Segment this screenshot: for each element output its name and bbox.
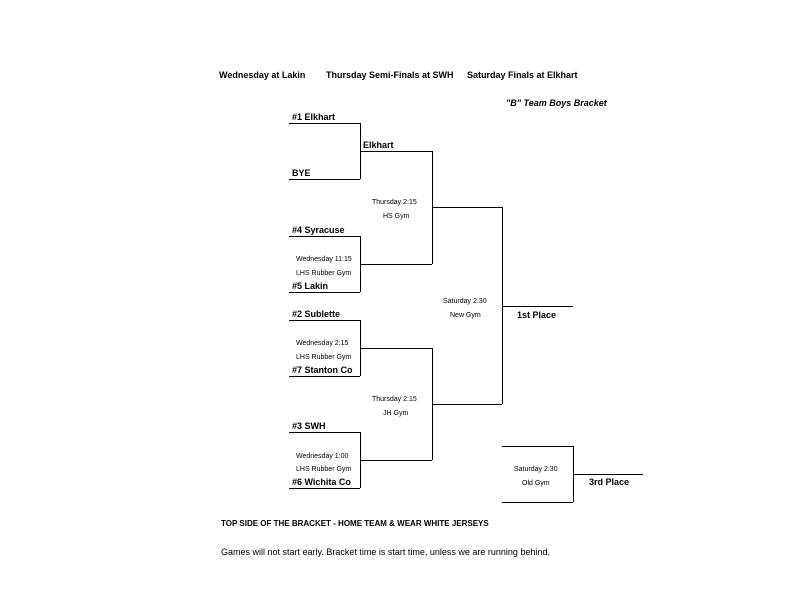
- home-team-note: TOP SIDE OF THE BRACKET - HOME TEAM & WE…: [221, 519, 489, 528]
- round1-header: Wednesday at Lakin: [219, 70, 306, 80]
- third-place-location: Old Gym: [522, 480, 550, 487]
- team-seed3: #3 SWH: [292, 421, 326, 431]
- semifinal-header: Thursday Semi-Finals at SWH: [326, 70, 454, 80]
- advancing-team-top: Elkhart: [363, 140, 394, 150]
- first-place-label: 1st Place: [517, 310, 557, 320]
- start-time-note: Games will not start early. Bracket time…: [221, 547, 550, 557]
- final-time: Saturday 2:30: [443, 298, 487, 305]
- team-seed7: #7 Stanton Co: [292, 365, 353, 375]
- final-location: New Gym: [450, 312, 481, 319]
- third-place-label: 3rd Place: [589, 477, 630, 487]
- game1-time: Wednesday 11:15: [296, 256, 352, 263]
- team-seed2: #2 Sublette: [292, 309, 341, 319]
- team-seed5: #5 Lakin: [292, 281, 329, 291]
- game3-time: Wednesday 1:00: [296, 453, 349, 460]
- third-place-time: Saturday 2:30: [514, 466, 558, 473]
- game2-time: Wednesday 2:15: [296, 340, 349, 347]
- team-seed6: #6 Wichita Co: [292, 477, 351, 487]
- game2-location: LHS Rubber Gym: [296, 354, 352, 361]
- semi1-time: Thursday 2:15: [372, 199, 417, 206]
- game3-location: LHS Rubber Gym: [296, 466, 352, 473]
- team-seed1: #1 Elkhart: [292, 112, 336, 122]
- semi2-time: Thursday 2:15: [372, 396, 417, 403]
- final-header: Saturday Finals at Elkhart: [467, 70, 578, 80]
- semi1-location: HS Gym: [383, 213, 410, 220]
- bracket-title: "B" Team Boys Bracket: [506, 98, 607, 108]
- game1-location: LHS Rubber Gym: [296, 270, 352, 277]
- semi2-location: JH Gym: [383, 410, 409, 417]
- team-bye: BYE: [292, 168, 311, 178]
- team-seed4: #4 Syracuse: [292, 225, 345, 235]
